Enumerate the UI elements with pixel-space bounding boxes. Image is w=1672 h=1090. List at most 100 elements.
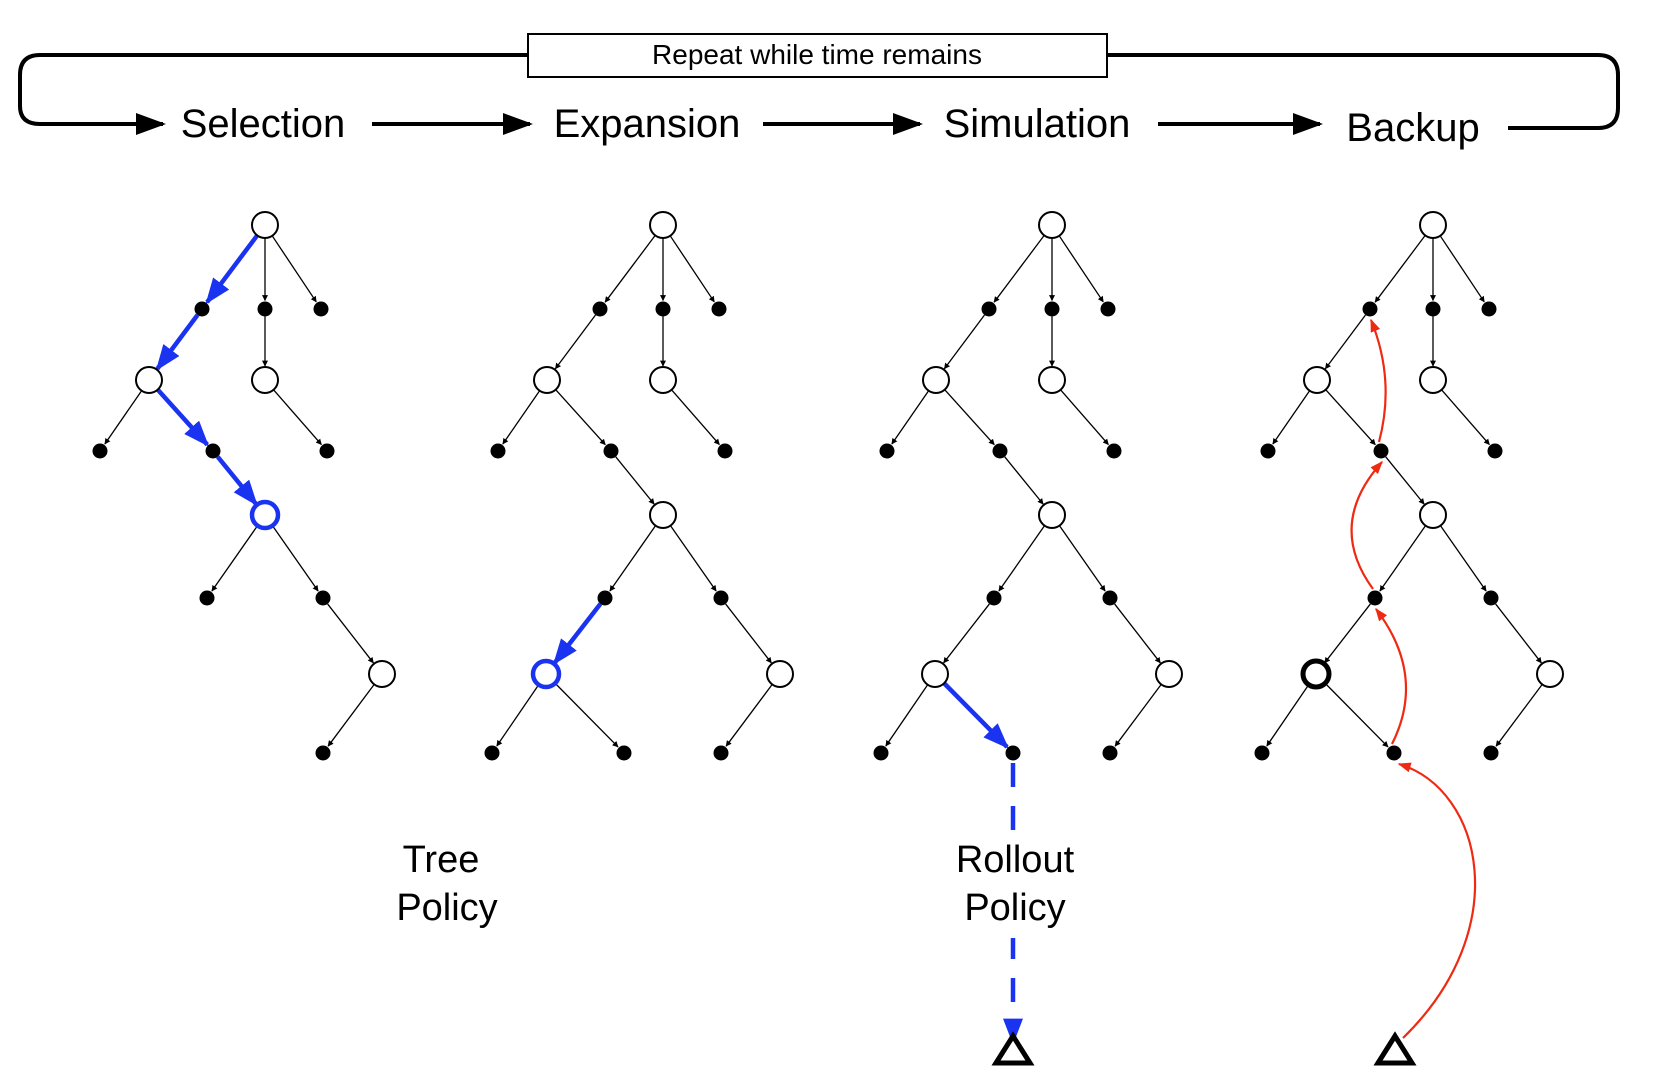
tree-edge bbox=[271, 235, 317, 303]
policy-edge bbox=[942, 681, 1009, 749]
action-node bbox=[199, 590, 215, 606]
state-node bbox=[249, 499, 281, 531]
state-node bbox=[1419, 211, 1447, 239]
rollout-policy-line-1: Rollout bbox=[956, 839, 1075, 881]
action-node bbox=[1481, 301, 1497, 317]
action-node bbox=[1254, 745, 1270, 761]
action-node bbox=[873, 745, 889, 761]
tree-edge bbox=[1385, 456, 1425, 505]
tree-edge bbox=[327, 684, 375, 747]
terminal-triangle bbox=[1373, 1031, 1417, 1066]
state-node bbox=[530, 658, 562, 690]
action-node bbox=[1106, 443, 1122, 459]
tree-edge bbox=[1266, 684, 1310, 747]
state-node bbox=[368, 660, 396, 688]
tree-edge bbox=[1004, 456, 1044, 505]
tree-edge bbox=[1495, 684, 1543, 747]
state-node bbox=[1419, 501, 1447, 529]
tree-edge bbox=[1060, 389, 1109, 446]
action-node bbox=[1483, 745, 1499, 761]
action-node bbox=[1102, 590, 1118, 606]
tree-policy-line-2: Policy bbox=[396, 887, 497, 929]
step-simulation: Simulation bbox=[944, 102, 1131, 146]
repeat-loop: Repeat while time remains Selection Expa… bbox=[18, 33, 1620, 150]
policy-edge bbox=[552, 602, 603, 665]
tree-edge bbox=[891, 390, 930, 445]
tree-edge bbox=[496, 684, 540, 747]
tree-edge bbox=[1374, 235, 1426, 303]
action-node bbox=[194, 301, 210, 317]
tree-edge bbox=[1325, 389, 1376, 446]
backup-arrow bbox=[1375, 607, 1408, 745]
action-node bbox=[484, 745, 500, 761]
action-node bbox=[92, 443, 108, 459]
action-node bbox=[1102, 745, 1118, 761]
tree-edge bbox=[993, 235, 1045, 303]
loop-return-line bbox=[1107, 53, 1620, 130]
action-node bbox=[981, 301, 997, 317]
tree-edge bbox=[555, 389, 606, 446]
action-node bbox=[603, 443, 619, 459]
policy-edge bbox=[205, 234, 260, 305]
state-node bbox=[251, 211, 279, 239]
tree-edge bbox=[669, 525, 717, 592]
state-node bbox=[1303, 366, 1331, 394]
action-node bbox=[597, 590, 613, 606]
action-node bbox=[315, 745, 331, 761]
action-node bbox=[1373, 443, 1389, 459]
policy-edge bbox=[215, 455, 258, 507]
backup-tree bbox=[1254, 211, 1564, 1066]
tree-edge bbox=[671, 389, 720, 446]
tree-edge bbox=[943, 603, 990, 664]
tree-edge bbox=[1379, 525, 1427, 592]
tree-edge bbox=[1324, 682, 1389, 748]
terminal-triangle bbox=[991, 1031, 1035, 1066]
tree-edge bbox=[502, 390, 541, 445]
action-node bbox=[319, 443, 335, 459]
action-node bbox=[1362, 301, 1378, 317]
tree-edge bbox=[615, 456, 655, 505]
state-node bbox=[921, 660, 949, 688]
action-node bbox=[655, 301, 671, 317]
step-selection: Selection bbox=[181, 102, 346, 146]
state-node bbox=[766, 660, 794, 688]
backup-arrow bbox=[1397, 762, 1477, 1039]
policy-edge bbox=[156, 388, 210, 447]
tree-edge bbox=[554, 682, 619, 748]
action-node bbox=[1483, 590, 1499, 606]
tree-policy-label: Tree Policy bbox=[396, 839, 497, 929]
tree-edge bbox=[1324, 603, 1371, 664]
state-node bbox=[135, 366, 163, 394]
simulation-tree bbox=[873, 211, 1183, 1066]
tree-edge bbox=[669, 235, 715, 303]
state-node bbox=[1038, 211, 1066, 239]
action-node bbox=[616, 745, 632, 761]
tree-edge bbox=[1439, 235, 1485, 303]
action-node bbox=[257, 301, 273, 317]
action-node bbox=[986, 590, 1002, 606]
tree-edge bbox=[885, 684, 929, 747]
rollout-policy-line-2: Policy bbox=[964, 887, 1065, 929]
action-node bbox=[1044, 301, 1060, 317]
rollout-policy-label: Rollout Policy bbox=[945, 838, 1080, 938]
tree-edge bbox=[554, 314, 597, 370]
action-node bbox=[592, 301, 608, 317]
state-node bbox=[649, 501, 677, 529]
state-node bbox=[1038, 366, 1066, 394]
tree-policy-line-1: Tree bbox=[403, 839, 480, 881]
tree-edge bbox=[104, 390, 143, 445]
state-node bbox=[922, 366, 950, 394]
action-node bbox=[315, 590, 331, 606]
state-node bbox=[1155, 660, 1183, 688]
state-node bbox=[533, 366, 561, 394]
action-node bbox=[1386, 745, 1402, 761]
tree-edge bbox=[1058, 235, 1104, 303]
action-node bbox=[713, 745, 729, 761]
state-node bbox=[1419, 366, 1447, 394]
state-node bbox=[1300, 658, 1332, 690]
tree-edge bbox=[211, 525, 259, 592]
step-backup: Backup bbox=[1346, 106, 1479, 150]
expansion-tree bbox=[484, 211, 794, 761]
state-node bbox=[1038, 501, 1066, 529]
